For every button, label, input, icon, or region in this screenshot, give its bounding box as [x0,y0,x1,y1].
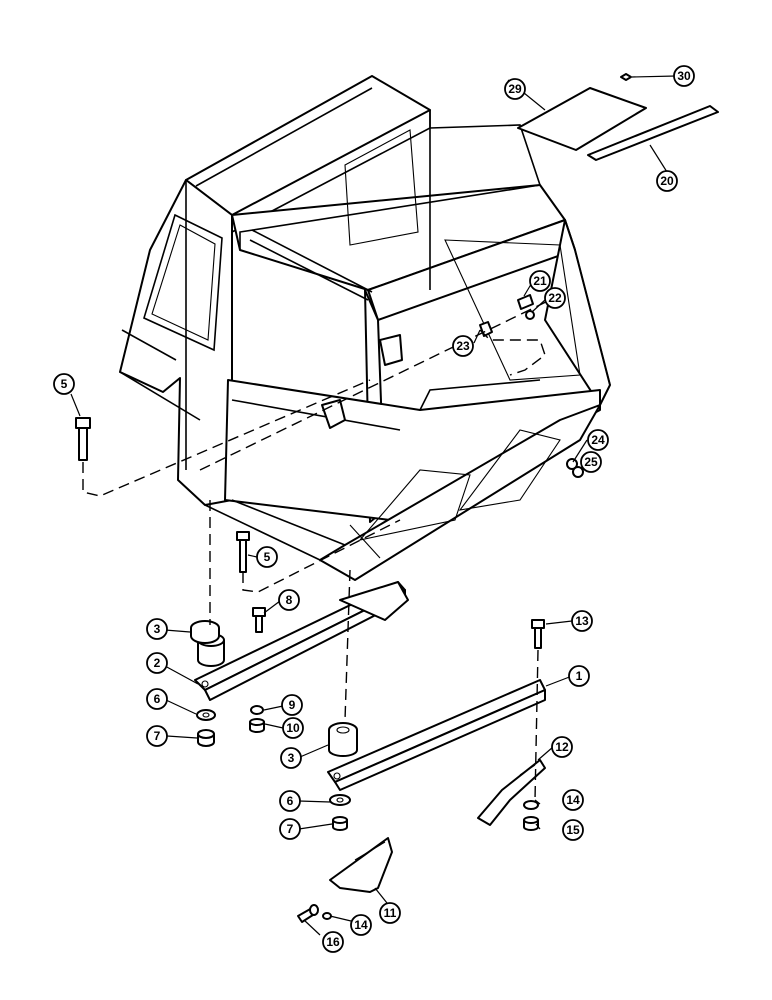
bolt-13 [531,619,545,649]
cab-frame [119,75,611,581]
callout-24: 24 [587,429,609,451]
svg-text:13: 13 [575,614,589,628]
callout-7-upper: 7 [146,725,168,747]
svg-text:7: 7 [154,729,161,743]
svg-text:14: 14 [566,793,580,807]
callout-10: 10 [282,717,304,739]
callout-7-lower: 7 [279,818,301,840]
svg-text:6: 6 [154,692,161,706]
svg-text:24: 24 [591,433,605,447]
callout-15: 15 [562,819,584,841]
rail-2 [194,581,409,701]
callout-12: 12 [551,736,573,758]
roof-panels [517,73,719,161]
bracket-12 [477,759,546,826]
svg-text:1: 1 [576,669,583,683]
svg-text:5: 5 [61,377,68,391]
svg-text:3: 3 [288,751,295,765]
svg-text:5: 5 [264,550,271,564]
washers-nuts [196,705,539,923]
rail-1 [327,679,546,791]
cab-hardware [479,294,584,478]
callout-6-lower: 6 [279,790,301,812]
svg-text:10: 10 [286,721,300,735]
assembly-lines [82,299,551,801]
svg-text:11: 11 [384,906,397,920]
callout-29: 29 [504,78,526,100]
svg-text:7: 7 [287,822,294,836]
svg-text:20: 20 [660,174,674,188]
svg-text:12: 12 [555,740,569,754]
svg-text:6: 6 [287,794,294,808]
callout-9: 9 [281,694,303,716]
svg-text:15: 15 [566,823,580,837]
bolt-8 [252,607,266,633]
svg-text:8: 8 [286,593,293,607]
callout-8: 8 [278,589,300,611]
callout-3-upper: 3 [146,618,168,640]
isolator-3-lower [328,722,358,757]
svg-text:16: 16 [326,935,340,949]
callout-11: 11 [379,902,401,924]
svg-text:25: 25 [584,455,598,469]
svg-text:23: 23 [456,339,470,353]
callout-13: 13 [571,610,593,632]
callout-23: 23 [452,335,474,357]
callout-25: 25 [580,451,602,473]
svg-text:3: 3 [154,622,161,636]
callout-2: 2 [146,652,168,674]
callout-14-right: 14 [562,789,584,811]
callout-14-bottom: 14 [350,914,372,936]
callout-1: 1 [568,665,590,687]
svg-text:22: 22 [548,291,562,305]
callout-5-center: 5 [256,546,278,568]
callout-5-left: 5 [53,373,75,395]
callout-3-lower: 3 [280,747,302,769]
svg-text:9: 9 [289,698,296,712]
svg-text:2: 2 [154,656,161,670]
callout-21: 21 [529,270,551,292]
callout-16: 16 [322,931,344,953]
svg-text:29: 29 [508,82,522,96]
callout-6-upper: 6 [146,688,168,710]
callout-30: 30 [673,65,695,87]
bolt-5-center [236,531,250,573]
isolator-3-upper [190,620,225,667]
svg-text:30: 30 [677,69,691,83]
svg-text:21: 21 [533,274,547,288]
bracket-11 [329,837,393,893]
callout-22: 22 [544,287,566,309]
callout-20: 20 [656,170,678,192]
bolt-5-left [75,417,91,461]
svg-text:14: 14 [354,918,368,932]
